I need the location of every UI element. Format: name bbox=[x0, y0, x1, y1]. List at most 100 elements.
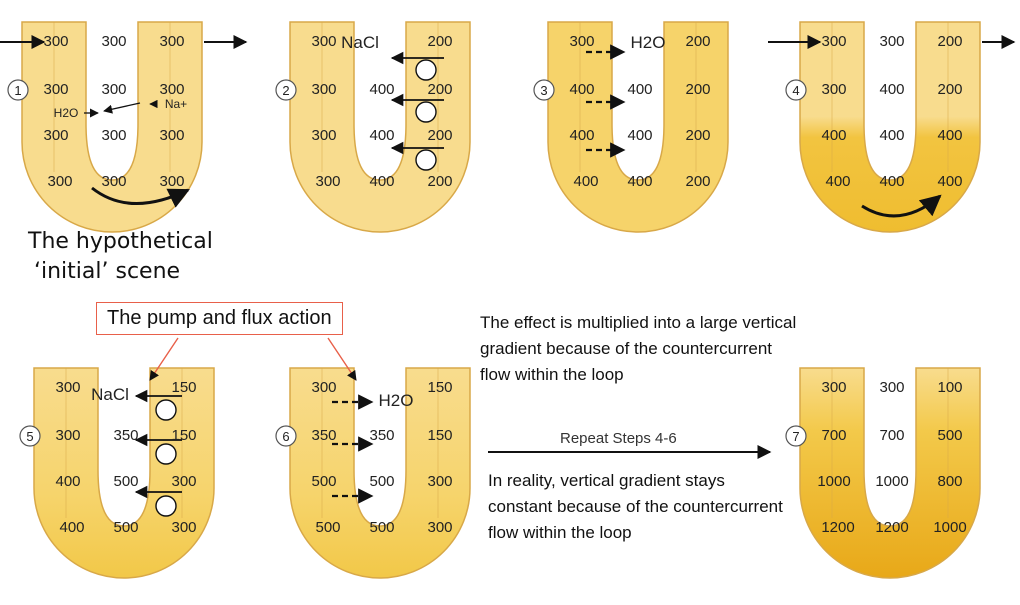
value-7-m3: 1000 bbox=[875, 473, 908, 490]
pump-circle-2-1 bbox=[415, 101, 437, 123]
value-7-r2: 500 bbox=[937, 427, 962, 444]
pump-circle-2-2 bbox=[415, 149, 437, 171]
value-2-m3: 400 bbox=[369, 127, 394, 144]
value-2-m2: 400 bbox=[369, 81, 394, 98]
tube-panel-6 bbox=[289, 367, 471, 579]
na-to-h2o-arrow-1 bbox=[103, 102, 141, 114]
value-3-l4: 400 bbox=[573, 173, 598, 190]
value-1-r3: 300 bbox=[159, 127, 184, 144]
value-7-l1: 300 bbox=[821, 379, 846, 396]
value-3-l1: 300 bbox=[569, 33, 594, 50]
step-number-3: 3 bbox=[540, 83, 547, 98]
value-7-l3: 1000 bbox=[817, 473, 850, 490]
step-number-5: 5 bbox=[26, 429, 33, 444]
value-7-m4: 1200 bbox=[875, 519, 908, 536]
tube-panel-1 bbox=[21, 21, 203, 233]
label-h2o-panel-1: H2O bbox=[54, 106, 79, 120]
value-3-l2: 400 bbox=[569, 81, 594, 98]
value-4-m2: 400 bbox=[879, 81, 904, 98]
caption-initial-line2: ‘initial’ scene bbox=[34, 259, 181, 284]
value-3-r2: 200 bbox=[685, 81, 710, 98]
caption-reality: In reality, vertical gradient stays cons… bbox=[488, 471, 783, 542]
caption-multiplied: The effect is multiplied into a large ve… bbox=[480, 313, 797, 384]
value-2-l1: 300 bbox=[311, 33, 336, 50]
value-5-m2: 350 bbox=[113, 427, 138, 444]
pump-circle-2-0 bbox=[415, 59, 437, 81]
value-1-l1: 300 bbox=[43, 33, 68, 50]
curved-flow-arrow-1 bbox=[91, 186, 190, 208]
tube-panel-3 bbox=[547, 21, 729, 233]
value-4-r3: 400 bbox=[937, 127, 962, 144]
value-4-l4: 400 bbox=[825, 173, 850, 190]
value-1-l4: 300 bbox=[47, 173, 72, 190]
value-4-m1: 300 bbox=[879, 33, 904, 50]
value-6-r3: 300 bbox=[427, 473, 452, 490]
value-1-r2: 300 bbox=[159, 81, 184, 98]
tube-panel-7 bbox=[799, 367, 981, 579]
value-5-l4: 400 bbox=[59, 519, 84, 536]
tube-layer bbox=[21, 21, 981, 579]
value-1-m4: 300 bbox=[101, 173, 126, 190]
value-3-m2: 400 bbox=[627, 81, 652, 98]
value-6-l1: 300 bbox=[311, 379, 336, 396]
value-4-m3: 400 bbox=[879, 127, 904, 144]
step-number-6: 6 bbox=[282, 429, 289, 444]
value-2-r3: 200 bbox=[427, 127, 452, 144]
value-5-r1: 150 bbox=[171, 379, 196, 396]
value-4-r4: 400 bbox=[937, 173, 962, 190]
value-3-m4: 400 bbox=[627, 173, 652, 190]
value-5-l1: 300 bbox=[55, 379, 80, 396]
value-3-l3: 400 bbox=[569, 127, 594, 144]
value-6-l3: 500 bbox=[311, 473, 336, 490]
pump-circle-5-0 bbox=[155, 399, 177, 421]
step-number-7: 7 bbox=[792, 429, 799, 444]
value-2-r1: 200 bbox=[427, 33, 452, 50]
step-circle-1 bbox=[7, 79, 29, 101]
step-number-4: 4 bbox=[792, 83, 799, 98]
pump-circle-5-1 bbox=[155, 443, 177, 465]
step-circle-6 bbox=[275, 425, 297, 447]
value-1-l2: 300 bbox=[43, 81, 68, 98]
value-4-r2: 200 bbox=[937, 81, 962, 98]
step-number-2: 2 bbox=[282, 83, 289, 98]
value-7-r3: 800 bbox=[937, 473, 962, 490]
value-7-l4: 1200 bbox=[821, 519, 854, 536]
label-layer: 300 300 300 300 300 300 300 300 300 300 300 300 1 300… bbox=[7, 33, 967, 536]
value-6-m4: 500 bbox=[369, 519, 394, 536]
value-4-l2: 300 bbox=[821, 81, 846, 98]
repeat-steps-label: Repeat Steps 4-6 bbox=[560, 430, 677, 447]
value-1-m2: 300 bbox=[101, 81, 126, 98]
value-7-m2: 700 bbox=[879, 427, 904, 444]
pump-flux-label: The pump and flux action bbox=[96, 302, 343, 335]
value-3-m3: 400 bbox=[627, 127, 652, 144]
value-6-m3: 500 bbox=[369, 473, 394, 490]
value-5-l3: 400 bbox=[55, 473, 80, 490]
value-5-r4: 300 bbox=[171, 519, 196, 536]
value-1-r1: 300 bbox=[159, 33, 184, 50]
label-nacl-panel-2: NaCl bbox=[341, 33, 379, 52]
label-nacl-panel-5: NaCl bbox=[91, 385, 129, 404]
caption-initial-line1: The hypothetical bbox=[28, 229, 213, 254]
step-circle-2 bbox=[275, 79, 297, 101]
value-1-l3: 300 bbox=[43, 127, 68, 144]
label-h2o-panel-3: H2O bbox=[631, 33, 666, 52]
step-number-1: 1 bbox=[14, 83, 21, 98]
value-2-l2: 300 bbox=[311, 81, 336, 98]
value-2-l3: 300 bbox=[311, 127, 336, 144]
value-1-m1: 300 bbox=[101, 33, 126, 50]
value-1-r4: 300 bbox=[159, 173, 184, 190]
value-4-l3: 400 bbox=[821, 127, 846, 144]
value-3-r4: 200 bbox=[685, 173, 710, 190]
value-7-r1: 100 bbox=[937, 379, 962, 396]
value-5-r3: 300 bbox=[171, 473, 196, 490]
value-6-l2: 350 bbox=[311, 427, 336, 444]
value-5-m3: 500 bbox=[113, 473, 138, 490]
value-5-m4: 500 bbox=[113, 519, 138, 536]
step-circle-4 bbox=[785, 79, 807, 101]
value-3-r3: 200 bbox=[685, 127, 710, 144]
value-4-m4: 400 bbox=[879, 173, 904, 190]
value-6-r1: 150 bbox=[427, 379, 452, 396]
value-5-l2: 300 bbox=[55, 427, 80, 444]
step-circle-7 bbox=[785, 425, 807, 447]
